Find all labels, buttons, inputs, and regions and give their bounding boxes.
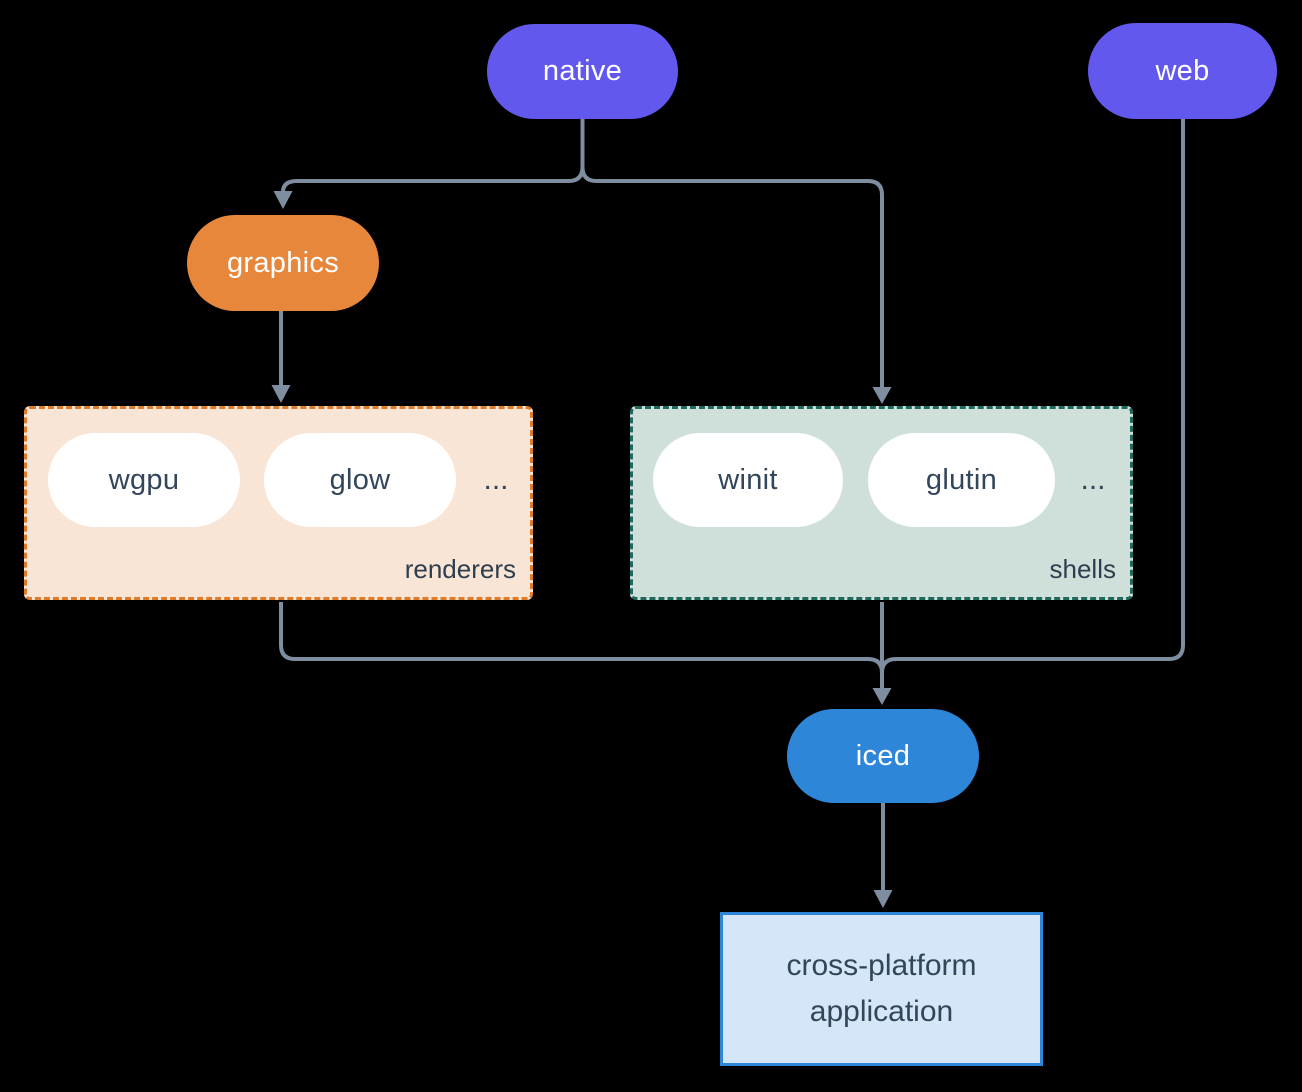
- edge-renderers-iced: [279, 602, 884, 674]
- arrowhead-graphics-renderers: [271, 385, 291, 403]
- group-shells: winit glutin ... shells: [630, 406, 1133, 600]
- arrowhead-iced-app: [873, 890, 893, 908]
- node-graphics: graphics: [187, 215, 379, 311]
- node-wgpu-label: wgpu: [108, 463, 180, 496]
- node-winit-label: winit: [718, 463, 778, 496]
- node-glutin: glutin: [868, 433, 1055, 527]
- node-wgpu: wgpu: [48, 433, 240, 527]
- app-label-line2: application: [809, 995, 954, 1028]
- node-native-label: native: [542, 55, 623, 87]
- group-shells-label: shells: [1049, 554, 1116, 584]
- group-renderers: wgpu glow ... renderers: [24, 406, 533, 600]
- node-iced-label: iced: [855, 739, 911, 772]
- group-renderers-label: renderers: [404, 554, 516, 584]
- arrowhead-native-graphics: [273, 191, 293, 209]
- node-glow-label: glow: [329, 463, 391, 496]
- arrowhead-merge-iced: [872, 688, 892, 705]
- node-cross-platform-application: cross-platform application: [720, 912, 1043, 1066]
- arrowhead-native-shells: [872, 387, 892, 404]
- node-web-label: web: [1155, 54, 1210, 87]
- node-glutin-label: glutin: [925, 463, 998, 496]
- shells-ellipsis: ...: [1080, 463, 1106, 496]
- node-graphics-label: graphics: [226, 246, 339, 279]
- node-iced: iced: [787, 709, 979, 803]
- renderers-ellipsis: ...: [483, 463, 509, 496]
- node-web: web: [1088, 23, 1277, 119]
- node-native: native: [487, 24, 678, 119]
- node-glow: glow: [264, 433, 456, 527]
- node-winit: winit: [653, 433, 843, 527]
- edge-native-shells: [580, 119, 884, 388]
- edge-native-graphics: [281, 119, 585, 193]
- app-label-line1: cross-platform: [786, 949, 977, 982]
